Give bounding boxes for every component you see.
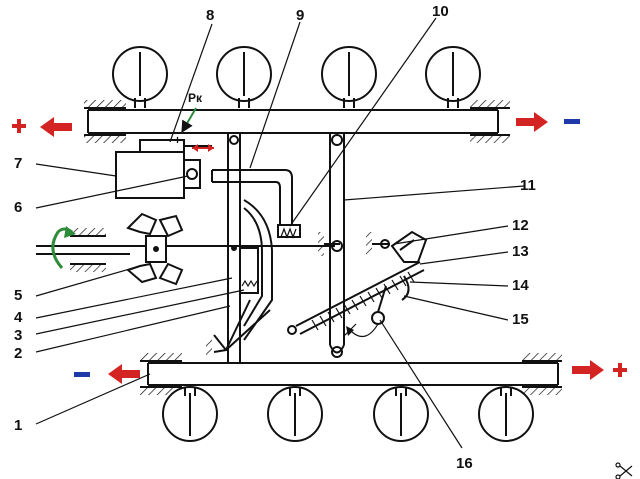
pk-arrow xyxy=(181,107,197,134)
bottom-coil-1 xyxy=(162,386,218,442)
label-5: 5 xyxy=(14,287,22,304)
pivot-12 xyxy=(318,232,390,256)
eccentric-16 xyxy=(343,285,387,338)
top-bar xyxy=(87,109,499,134)
polarity-top-right xyxy=(516,112,580,132)
scissors-icon xyxy=(615,462,633,479)
cam-13 xyxy=(390,230,428,263)
top-coil-3 xyxy=(321,46,377,108)
leader-lines xyxy=(35,17,525,449)
lever-9 xyxy=(211,169,293,232)
polarity-top-left xyxy=(12,117,72,137)
label-8: 8 xyxy=(206,7,214,24)
label-6: 6 xyxy=(14,199,22,216)
label-1: 1 xyxy=(14,417,22,434)
contact-block-7 xyxy=(115,151,201,199)
label-2: 2 xyxy=(14,345,22,362)
pivot-2 xyxy=(206,299,271,356)
label-4: 4 xyxy=(14,309,23,326)
label-16: 16 xyxy=(456,455,473,472)
label-14: 14 xyxy=(512,277,529,294)
top-coil-1 xyxy=(112,46,168,108)
bracket-10 xyxy=(277,224,301,239)
spring-14 xyxy=(295,261,425,335)
label-pk: Pк xyxy=(188,91,203,105)
polarity-bottom-left xyxy=(74,364,140,384)
double-arrow xyxy=(192,144,214,152)
top-bar-supports xyxy=(84,100,510,143)
label-15: 15 xyxy=(512,311,529,328)
label-13: 13 xyxy=(512,243,529,260)
label-10: 10 xyxy=(432,3,449,20)
label-9: 9 xyxy=(296,7,304,24)
armature-body xyxy=(231,199,273,341)
top-coil-2 xyxy=(216,46,272,108)
bottom-coil-4 xyxy=(478,386,534,442)
rotation-arrow-head xyxy=(64,226,76,238)
bottom-coil-2 xyxy=(267,386,323,442)
governor-5 xyxy=(126,212,184,286)
label-12: 12 xyxy=(512,217,529,234)
label-3: 3 xyxy=(14,327,22,344)
top-coil-4 xyxy=(425,46,481,108)
polarity-bottom-right xyxy=(572,360,627,380)
shaft-5 xyxy=(36,228,335,272)
bottom-bar xyxy=(147,362,559,386)
bottom-coil-3 xyxy=(373,386,429,442)
bottom-bar-supports xyxy=(140,353,562,395)
hook-15 xyxy=(287,275,410,335)
label-plus: + xyxy=(174,133,181,147)
label-7: 7 xyxy=(14,155,22,172)
label-11: 11 xyxy=(520,177,536,194)
